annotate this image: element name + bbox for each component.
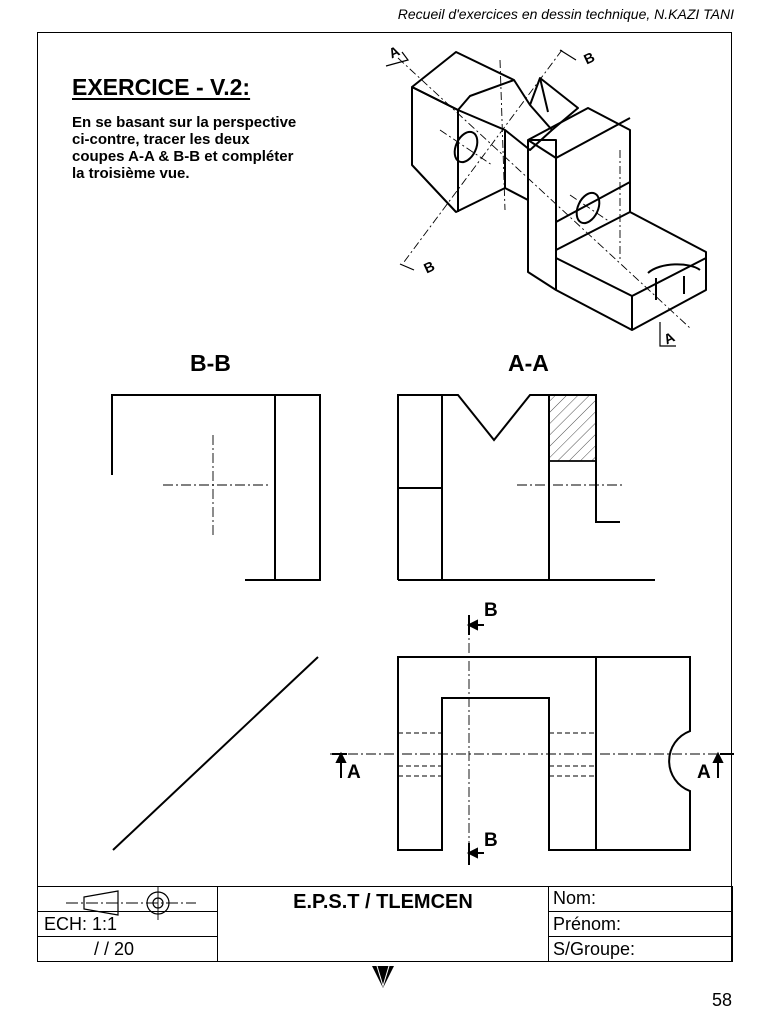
view-top-section-arrows [332, 615, 734, 865]
prenom-field: Prénom: [548, 910, 733, 938]
view-top [397, 656, 691, 851]
perspective-view [411, 51, 707, 331]
view-bb-axes [163, 435, 268, 535]
document-header: Recueil d'exercices en dessin technique,… [397, 6, 734, 22]
view-title-aa: A-A [508, 350, 549, 376]
center-marker-icon [372, 966, 394, 988]
view-aa [397, 394, 655, 581]
projection-cell [37, 886, 218, 912]
section-marker-b-top: B [484, 600, 498, 621]
drawing-sheet-border [37, 32, 732, 962]
perspective-arrows [385, 49, 676, 347]
grade-cell: / / 20 [37, 936, 218, 962]
exercise-title: EXERCICE - V.2: [72, 74, 251, 100]
perspective-section-lines [397, 49, 691, 329]
title-block: E.P.S.T / TLEMCEN Nom: ECH: 1:1 Prénom: … [37, 886, 733, 962]
section-marker-b-bottom: B [484, 830, 498, 851]
page-number: 58 [711, 990, 732, 1010]
section-marker-a-left: A [347, 762, 361, 783]
view-aa-hatched-section [548, 394, 597, 462]
view-bb [111, 394, 321, 581]
section-marker-a-right: A [697, 762, 711, 783]
exercise-instructions: En se basant sur la perspective ci-contr… [72, 114, 297, 182]
groupe-field: S/Groupe: [548, 936, 733, 962]
school-name: E.P.S.T / TLEMCEN [217, 886, 549, 962]
view-title-bb: B-B [190, 350, 231, 376]
nom-field: Nom: [548, 886, 733, 912]
miter-line [112, 656, 319, 851]
view-top-hidden-lines [398, 732, 596, 777]
scale-cell: ECH: 1:1 [37, 910, 218, 938]
view-top-section-lines [330, 625, 728, 858]
